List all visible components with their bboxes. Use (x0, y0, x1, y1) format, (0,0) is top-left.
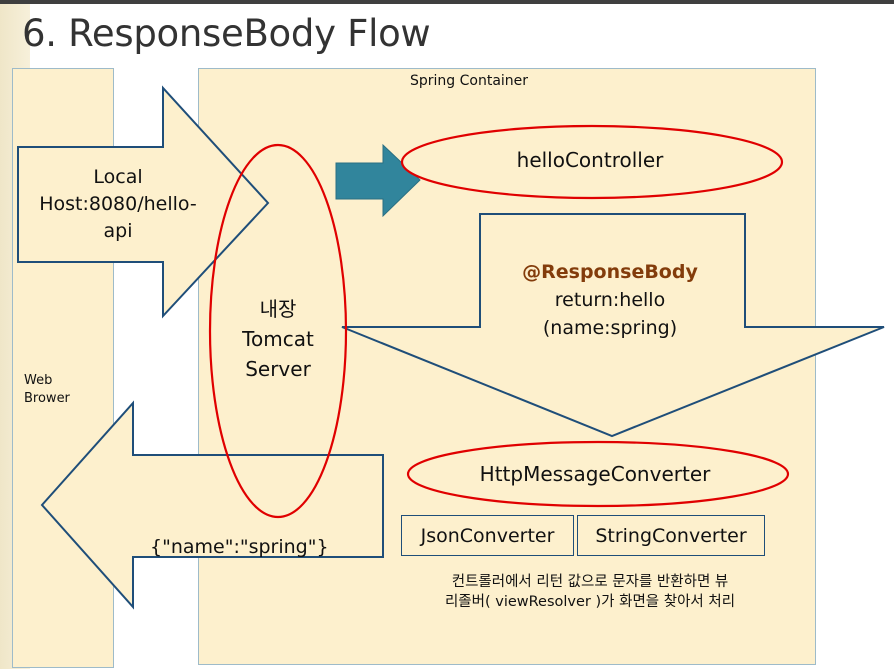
response-body-annotation: @ResponseBody return:hello (name:spring) (470, 258, 750, 342)
tomcat-server-text: 내장 Tomcat Server (208, 294, 348, 384)
http-message-converter-label: HttpMessageConverter (479, 462, 711, 486)
hello-controller-label: helloController (516, 148, 664, 172)
request-url-text: Local Host:8080/hello- api (18, 164, 218, 245)
tomcat-line3: Server (245, 357, 311, 381)
tomcat-line1: 내장 (259, 297, 297, 321)
web-browser-label: Web Brower (24, 372, 70, 408)
response-body-title: @ResponseBody (522, 261, 698, 283)
string-converter-box: StringConverter (577, 515, 765, 556)
note-line2: 리졸버( viewResolver )가 화면을 찾아서 처리 (444, 594, 736, 610)
web-browser-label-line1: Web (24, 373, 53, 388)
response-json-text: {"name":"spring"} (150, 536, 329, 558)
dispatch-arrow (335, 143, 421, 218)
request-url-line2: Host:8080/hello- (39, 193, 197, 215)
top-bar (0, 0, 894, 4)
response-arrow (40, 400, 384, 610)
response-body-line2: return:hello (554, 289, 666, 311)
response-body-line3: (name:spring) (542, 317, 678, 339)
spring-container-label: Spring Container (410, 73, 529, 89)
request-url-line1: Local (93, 166, 143, 188)
controller-ellipse (400, 124, 784, 200)
view-resolver-note: 컨트롤러에서 리턴 값으로 문자를 반환하면 뷰 리졸버( viewResolv… (410, 572, 770, 612)
request-url-line3: api (103, 220, 133, 242)
tomcat-ellipse (208, 143, 348, 519)
slide-title: 6. ResponseBody Flow (22, 12, 431, 55)
tomcat-line2: Tomcat (242, 327, 314, 351)
json-converter-box: JsonConverter (401, 515, 574, 556)
response-body-arrow (341, 213, 885, 438)
converter-ellipse (406, 440, 790, 508)
web-browser-label-line2: Brower (24, 391, 70, 406)
note-line1: 컨트롤러에서 리턴 값으로 문자를 반환하면 뷰 (451, 574, 729, 590)
